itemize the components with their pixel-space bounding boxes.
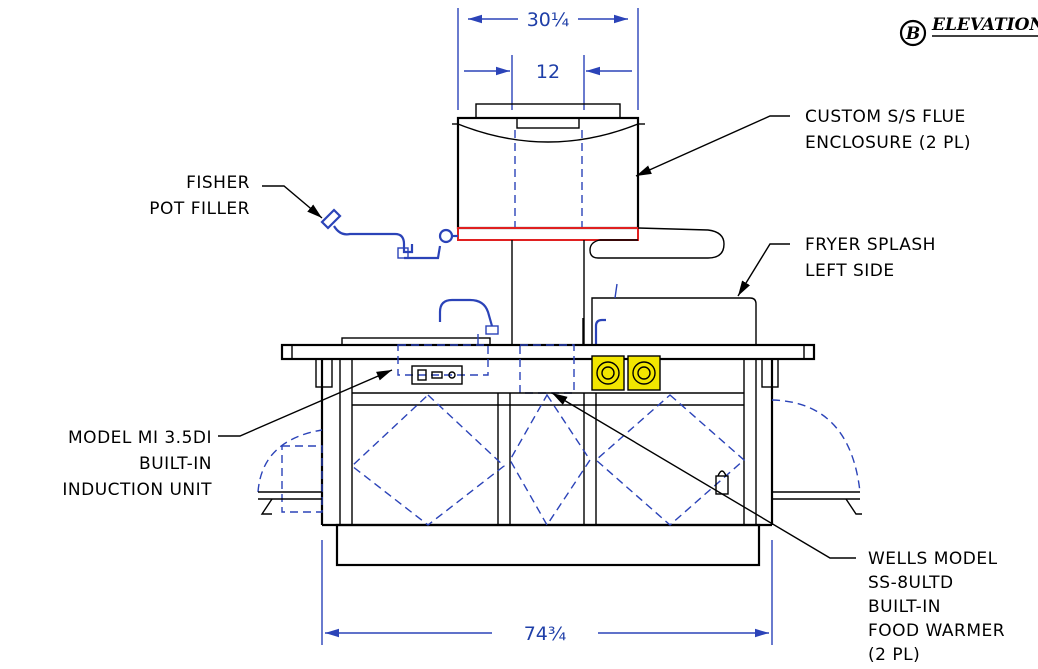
label-pot-filler-line1: FISHER (186, 173, 250, 193)
label-induction-line3: INDUCTION UNIT (62, 480, 212, 500)
label-pot-filler-line2: POT FILLER (149, 199, 250, 219)
top-dimensions: 30¼ 12 (457, 8, 639, 110)
label-warmer-line2: SS-8ULTD (868, 573, 954, 593)
title-circle (899, 19, 927, 47)
dimension-top-inner: 12 (536, 61, 560, 83)
label-fryer-line2: LEFT SIDE (805, 261, 895, 281)
dimension-bottom-overall: 74¾ (524, 623, 567, 645)
leader-lines (218, 115, 856, 559)
bottom-dimension: 74¾ (321, 540, 773, 645)
label-pot-filler: FISHER POT FILLER (149, 173, 250, 219)
label-warmer-line3: BUILT-IN (868, 597, 941, 617)
countertop (280, 343, 816, 388)
dimension-top-overall: 30¼ (527, 9, 570, 31)
counter-top-equipment (341, 283, 757, 346)
label-induction-line1: MODEL MI 3.5DI (68, 428, 212, 448)
label-warmer: WELLS MODEL SS-8ULTD BUILT-IN FOOD WARME… (868, 549, 1005, 665)
title-letter: B (905, 24, 920, 44)
label-flue: CUSTOM S/S FLUE ENCLOSURE (2 PL) (805, 107, 971, 153)
label-fryer: FRYER SPLASH LEFT SIDE (805, 235, 936, 281)
label-induction: MODEL MI 3.5DI BUILT-IN INDUCTION UNIT (62, 428, 212, 500)
label-warmer-line1: WELLS MODEL (868, 549, 998, 569)
elevation-title: B ELEVATION (899, 15, 1038, 47)
flue-enclosure (452, 103, 725, 345)
base-cabinet (257, 359, 862, 567)
red-band (457, 227, 639, 241)
title-text: ELEVATION (931, 15, 1038, 35)
built-in-units (397, 344, 661, 394)
label-warmer-line4: FOOD WARMER (868, 621, 1005, 641)
label-flue-line1: CUSTOM S/S FLUE (805, 107, 966, 127)
label-fryer-line1: FRYER SPLASH (805, 235, 936, 255)
label-induction-line2: BUILT-IN (139, 454, 212, 474)
label-warmer-line5: (2 PL) (868, 645, 920, 665)
pot-filler (320, 208, 458, 260)
label-flue-line2: ENCLOSURE (2 PL) (805, 133, 971, 153)
